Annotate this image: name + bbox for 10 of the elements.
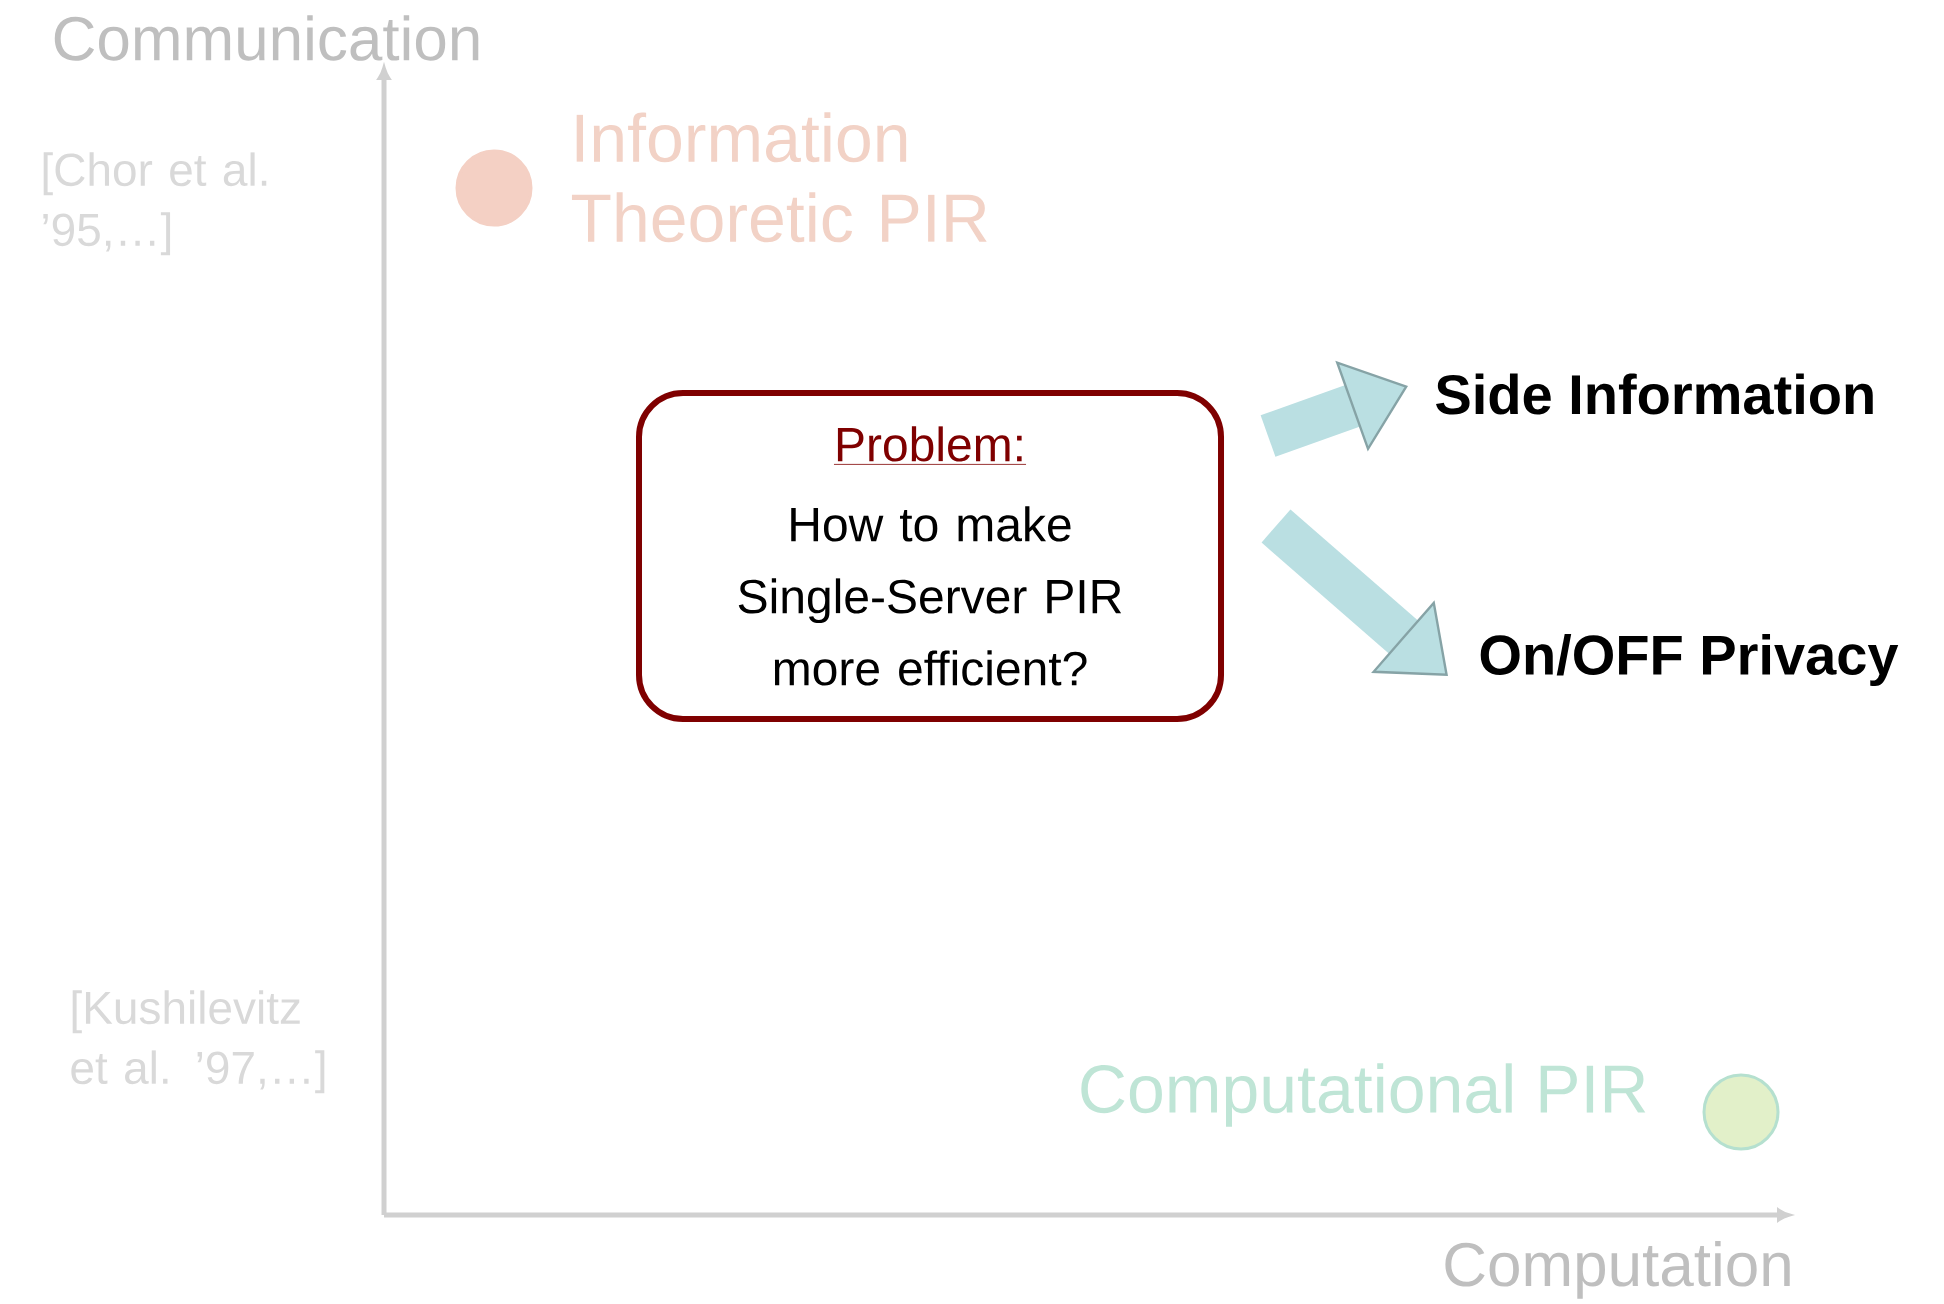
outcome-label: Side Information [1436, 373, 1873, 415]
dot-marker [455, 149, 533, 227]
problem-box: Problem: How to make Single-Server PIR more efficient? [636, 390, 1224, 722]
category-label: Information Theoretic PIR [571, 112, 987, 243]
category-label: Computational PIR [1081, 1063, 1646, 1127]
outcome-label: On/OFF Privacy [1480, 633, 1899, 687]
block-arrow [1260, 360, 1408, 457]
axis-label: Computation [1445, 1241, 1790, 1299]
dot-marker [1702, 1073, 1780, 1151]
axis-label: Communication [54, 15, 479, 61]
